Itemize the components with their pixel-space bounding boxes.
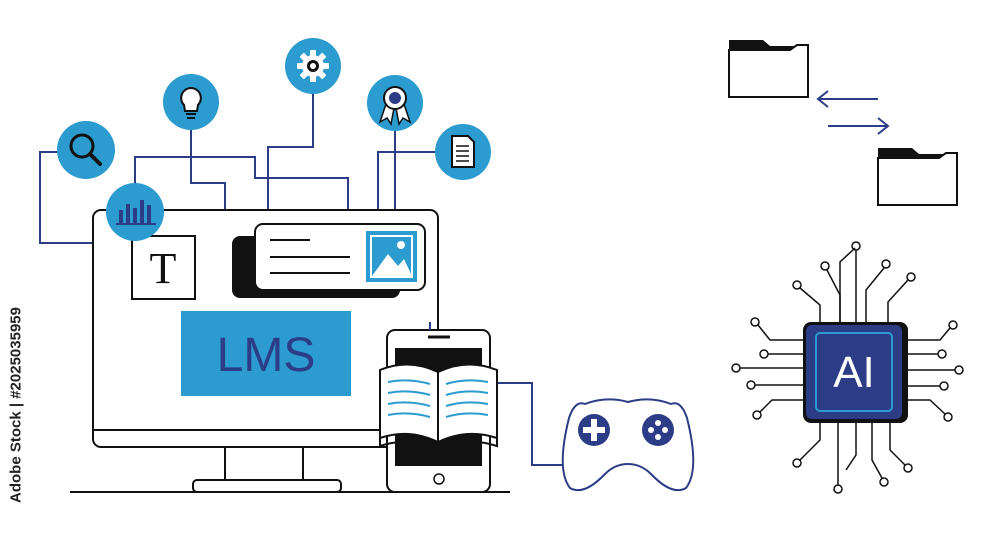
- book-icon: [379, 363, 498, 452]
- lms-text: LMS: [217, 329, 316, 382]
- lightbulb-icon: [163, 74, 219, 130]
- folder-icon: [728, 40, 809, 98]
- gear-icon: [285, 38, 341, 94]
- award-icon: [367, 75, 423, 131]
- image-icon: [366, 231, 417, 282]
- text-icon-letter: T: [150, 244, 177, 293]
- chart-icon: [106, 183, 164, 241]
- stock-id-watermark: Adobe Stock | #2025035959: [4, 285, 28, 525]
- media-card: [232, 223, 426, 298]
- lms-label: LMS: [181, 311, 351, 396]
- stock-id-text: Adobe Stock | #2025035959: [7, 307, 25, 503]
- connector-lines: [39, 88, 570, 466]
- gamepad-icon: [561, 398, 695, 492]
- search-icon: [57, 121, 115, 179]
- document-icon: [435, 124, 491, 180]
- text-icon: T: [131, 235, 196, 300]
- folder-icon: [877, 148, 958, 206]
- transfer-arrows-icon: [816, 90, 890, 135]
- ai-label: AI: [833, 348, 875, 397]
- ai-chip-icon: AI: [731, 241, 964, 494]
